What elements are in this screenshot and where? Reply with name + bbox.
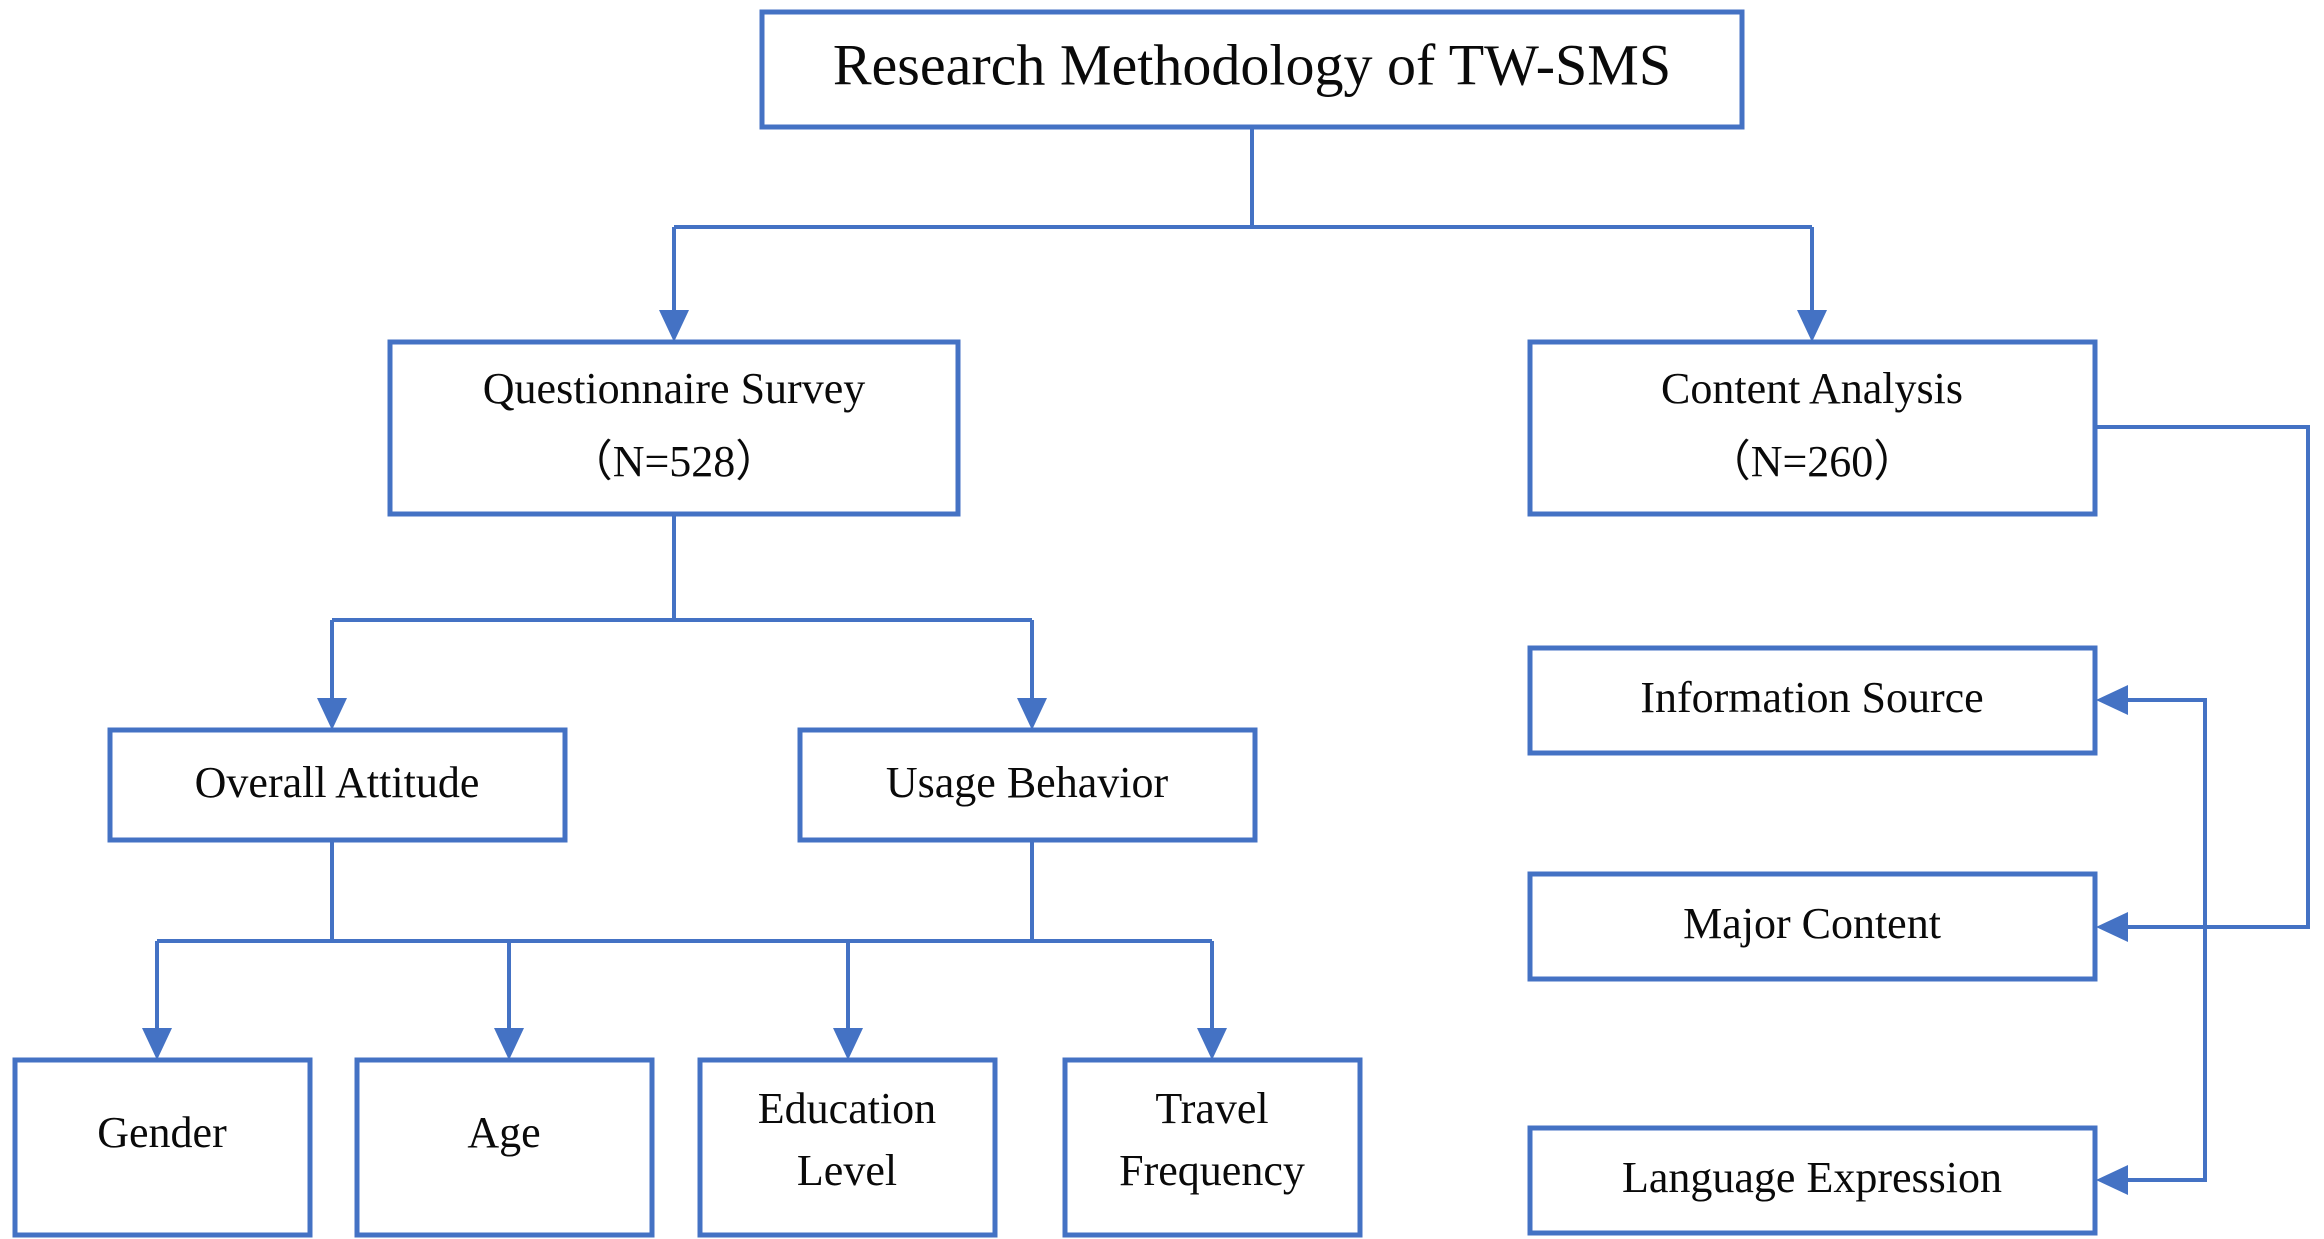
node-questionnaire-survey[interactable]: Questionnaire Survey （N=528） [387, 339, 961, 517]
node-major-content-box[interactable] [1527, 871, 2098, 982]
node-content-analysis-label-line1: Content Analysis [1661, 364, 1963, 413]
node-gender-box[interactable] [12, 1057, 313, 1238]
node-language-expression-box[interactable] [1527, 1125, 2098, 1236]
node-education-level-label-line2: Level [797, 1146, 897, 1195]
node-root-box[interactable] [759, 9, 1745, 130]
arrow-survey-to-attitude [317, 698, 347, 730]
node-overall-attitude[interactable]: Overall Attitude [107, 727, 568, 843]
arrow-bus-to-gender [142, 1028, 172, 1060]
connector-content-outer-route [2095, 425, 2310, 929]
arrow-bus-to-travel [1197, 1028, 1227, 1060]
connector-content-inner-route [2120, 698, 2207, 1182]
node-content-analysis[interactable]: Content Analysis （N=260） [1527, 339, 2098, 517]
connector-layer [142, 127, 2310, 1195]
node-language-expression[interactable]: Language Expression [1527, 1125, 2098, 1236]
arrow-content-to-language [2096, 1165, 2128, 1195]
node-content-analysis-label-line2: （N=260） [1707, 437, 1918, 486]
node-travel-frequency-label-line2: Frequency [1119, 1146, 1305, 1195]
node-travel-frequency-box[interactable] [1062, 1057, 1363, 1238]
arrow-root-to-survey [659, 310, 689, 342]
node-major-content[interactable]: Major Content [1527, 871, 2098, 982]
arrow-survey-to-usage [1017, 698, 1047, 730]
node-root[interactable]: Research Methodology of TW-SMS [759, 9, 1745, 130]
node-gender[interactable]: Gender [12, 1057, 313, 1238]
node-education-level-box[interactable] [697, 1057, 998, 1238]
node-age-box[interactable] [354, 1057, 655, 1238]
node-age[interactable]: Age [354, 1057, 655, 1238]
node-age-label: Age [467, 1108, 540, 1157]
node-overall-attitude-box[interactable] [107, 727, 568, 843]
arrow-content-to-major [2096, 912, 2128, 942]
node-usage-behavior-box[interactable] [797, 727, 1258, 843]
node-major-content-label: Major Content [1683, 899, 1941, 948]
node-gender-label: Gender [97, 1108, 227, 1157]
arrow-bus-to-education [833, 1028, 863, 1060]
node-travel-frequency-label-line1: Travel [1155, 1084, 1268, 1133]
node-information-source-label: Information Source [1640, 673, 1983, 722]
node-language-expression-label: Language Expression [1622, 1153, 2002, 1202]
node-usage-behavior-label: Usage Behavior [886, 758, 1169, 807]
node-education-level-label-line1: Education [758, 1084, 936, 1133]
node-overall-attitude-label: Overall Attitude [195, 758, 480, 807]
node-questionnaire-survey-label-line1: Questionnaire Survey [483, 364, 865, 413]
node-root-label: Research Methodology of TW-SMS [833, 32, 1671, 97]
arrow-content-to-information [2096, 685, 2128, 715]
node-usage-behavior[interactable]: Usage Behavior [797, 727, 1258, 843]
node-questionnaire-survey-label-line2: （N=528） [569, 437, 780, 486]
node-content-analysis-box[interactable] [1527, 339, 2098, 517]
arrow-root-to-content [1797, 310, 1827, 342]
node-education-level[interactable]: Education Level [697, 1057, 998, 1238]
node-questionnaire-survey-box[interactable] [387, 339, 961, 517]
arrow-bus-to-age [494, 1028, 524, 1060]
node-information-source[interactable]: Information Source [1527, 645, 2098, 756]
node-travel-frequency[interactable]: Travel Frequency [1062, 1057, 1363, 1238]
node-information-source-box[interactable] [1527, 645, 2098, 756]
